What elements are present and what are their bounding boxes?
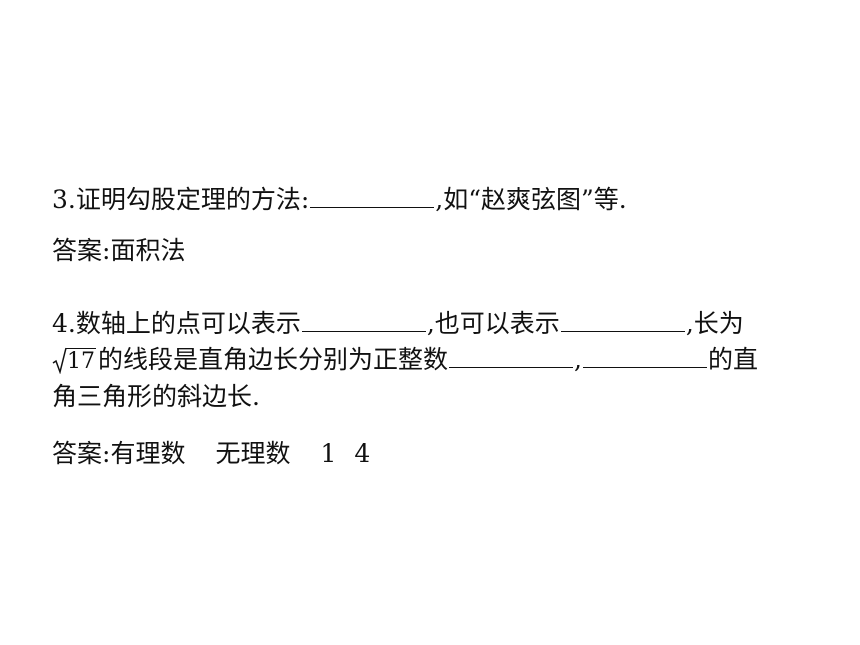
question-4-line-2: 17 的线段是直角边长分别为正整数, 的直	[52, 345, 758, 375]
answer-blank	[560, 309, 685, 332]
answer-3: 答案:面积法	[52, 236, 185, 266]
question-3-text-start: 3.证明勾股定理的方法:	[52, 185, 310, 214]
answer-blank	[301, 309, 426, 332]
answer-blank	[582, 345, 707, 368]
radical-sign-icon	[52, 347, 67, 374]
answer-value: 1	[320, 439, 337, 468]
question-4-text: 角三角形的斜边长.	[52, 382, 260, 411]
answer-label: 答案:	[52, 439, 111, 468]
question-4-line-3: 角三角形的斜边长.	[52, 382, 260, 412]
question-4-text: ,	[574, 345, 582, 374]
question-3: 3.证明勾股定理的方法: ,如“赵爽弦图”等.	[52, 185, 627, 215]
answer-value: 4	[354, 439, 371, 468]
question-4-text: 的直	[707, 345, 758, 374]
question-4-text: ,长为	[685, 309, 744, 338]
question-4-line-1: 4.数轴上的点可以表示 ,也可以表示 ,长为	[52, 309, 744, 339]
square-root-expression: 17	[52, 345, 96, 375]
question-3-text-end: ,如“赵爽弦图”等.	[435, 185, 627, 214]
answer-value: 无理数	[215, 439, 291, 468]
question-4-text: ,也可以表示	[426, 309, 560, 338]
answer-label: 答案:	[52, 236, 111, 265]
square-root-radicand: 17	[66, 348, 96, 374]
question-4-text: 的线段是直角边长分别为正整数	[98, 345, 449, 374]
answer-value: 有理数	[110, 439, 186, 468]
answer-blank	[449, 345, 574, 368]
question-4-text: 4.数轴上的点可以表示	[52, 309, 301, 338]
answer-value: 面积法	[110, 236, 186, 265]
answer-blank	[310, 185, 435, 208]
